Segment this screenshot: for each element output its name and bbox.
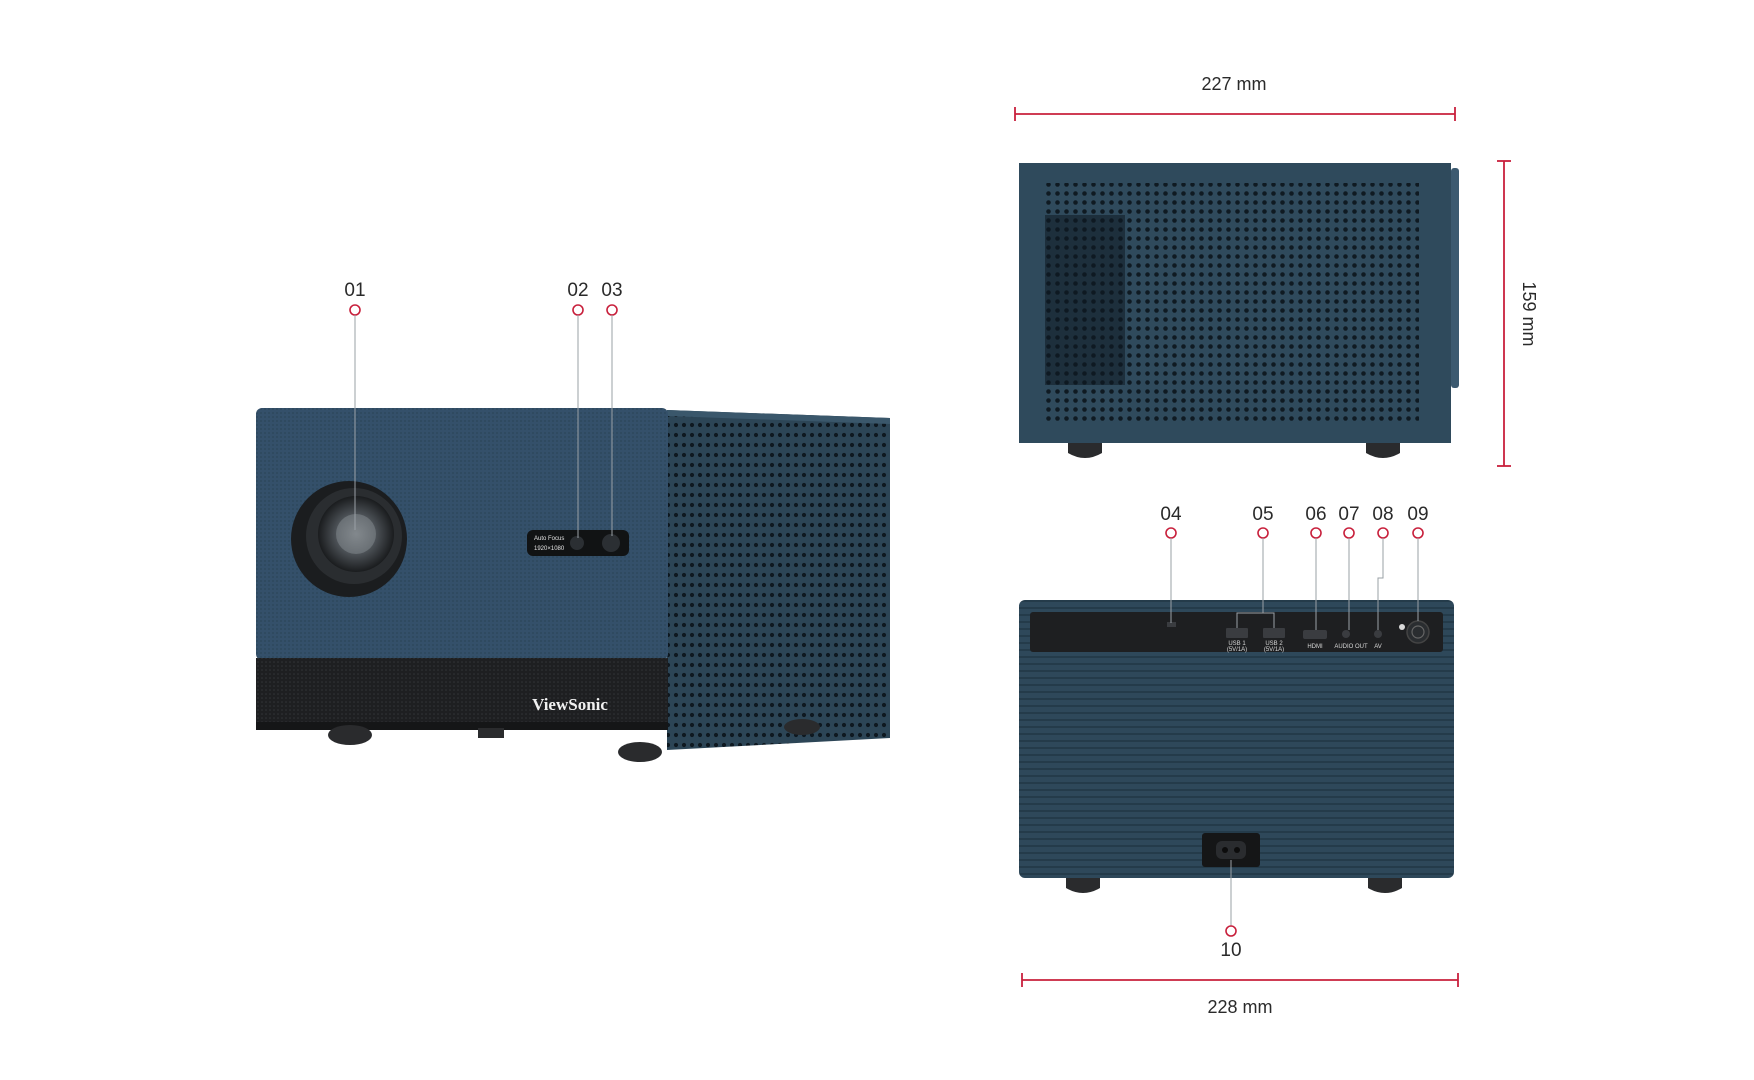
callout-02: 02 [567, 280, 589, 538]
usb1-spec: (5V/1A) [1227, 647, 1247, 653]
foot [1066, 878, 1100, 893]
svg-text:159 mm: 159 mm [1519, 281, 1539, 346]
callout-07: 07 [1338, 504, 1360, 630]
svg-text:04: 04 [1160, 504, 1182, 525]
usb2-label: USB 2 [1265, 641, 1283, 647]
svg-text:01: 01 [344, 280, 365, 301]
svg-text:02: 02 [567, 280, 588, 301]
callout-04: 04 [1160, 504, 1182, 623]
dense-vent-block [1045, 215, 1125, 385]
callout-10: 10 [1220, 860, 1242, 961]
callout-06: 06 [1305, 504, 1327, 630]
projector-rear-view: USB 1 (5V/1A) USB 2 (5V/1A) HDMI AUDIO O… [1019, 600, 1454, 893]
foot [328, 725, 372, 745]
av-port [1374, 630, 1382, 638]
auto-focus-sensor-bar: Auto Focus 1920×1080 [527, 530, 629, 556]
svg-text:05: 05 [1252, 504, 1273, 525]
status-led [1399, 624, 1405, 630]
svg-text:06: 06 [1305, 504, 1326, 525]
dimension-height: 159 mm [1497, 160, 1539, 467]
lens [291, 481, 407, 597]
svg-text:08: 08 [1372, 504, 1393, 525]
speaker-grill [256, 658, 668, 724]
projector-side-view [1019, 163, 1459, 458]
callout-05: 05 [1236, 504, 1275, 628]
svg-text:10: 10 [1220, 940, 1241, 961]
svg-text:228 mm: 228 mm [1207, 997, 1272, 1017]
dimension-width-bottom: 228 mm [1021, 973, 1459, 1017]
foot [1068, 443, 1102, 458]
usb-2-port [1263, 628, 1285, 638]
projector-perspective-view: ViewSonic Auto Focus 1920×1080 [256, 408, 890, 762]
svg-text:09: 09 [1407, 504, 1428, 525]
callout-03: 03 [601, 280, 623, 536]
side-vent-body [1019, 163, 1451, 443]
front-fabric-panel [256, 408, 668, 660]
dimension-width-top: 227 mm [1014, 74, 1456, 121]
brand-logo: ViewSonic [532, 695, 608, 714]
sensor-03 [602, 534, 620, 552]
sensor-label-autofocus: Auto Focus [534, 536, 564, 542]
rear-ribbed-body [1019, 600, 1454, 878]
foot [784, 719, 820, 735]
callout-08: 08 [1372, 504, 1394, 630]
foot [1366, 443, 1400, 458]
audio-out-label: AUDIO OUT [1334, 644, 1368, 650]
callout-09: 09 [1407, 504, 1429, 621]
usb-1-port [1226, 628, 1248, 638]
side-vent-panel [667, 410, 890, 750]
sensor-02 [570, 536, 584, 550]
callout-01: 01 [344, 280, 366, 530]
sensor-label-resolution: 1920×1080 [534, 546, 565, 552]
usb2-spec: (5V/1A) [1264, 647, 1284, 653]
power-button [1406, 620, 1430, 644]
foot [618, 742, 662, 762]
svg-text:03: 03 [601, 280, 622, 301]
port-04 [1167, 622, 1176, 627]
hdmi-port [1303, 630, 1327, 639]
hdmi-label: HDMI [1307, 644, 1323, 650]
svg-text:227 mm: 227 mm [1201, 74, 1266, 94]
audio-out-port [1342, 630, 1350, 638]
av-label: AV [1374, 644, 1382, 650]
usb1-label: USB 1 [1228, 641, 1246, 647]
foot [1368, 878, 1402, 893]
svg-text:07: 07 [1338, 504, 1359, 525]
